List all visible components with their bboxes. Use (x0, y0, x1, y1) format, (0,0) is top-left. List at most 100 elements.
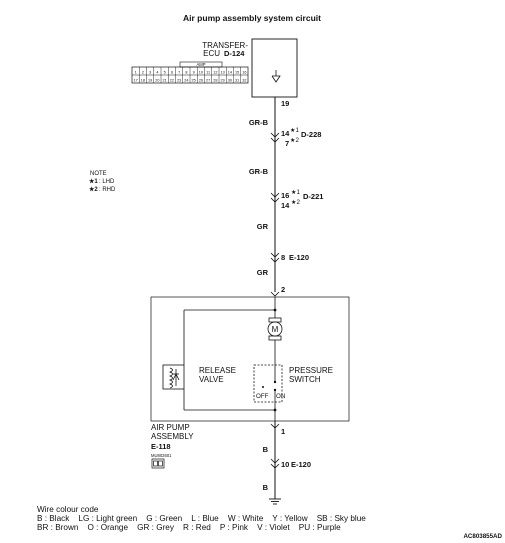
pump-top-pin: 2 (281, 285, 285, 294)
connector-pin-label: 28 (213, 79, 217, 83)
pump-connector: E-118 (151, 442, 171, 451)
e120-upper-connector: E-120 (289, 253, 309, 262)
connector-pin-label: 16 (242, 71, 246, 75)
switch-off-label: OFF (256, 393, 269, 400)
pressure-switch-label-2: SWITCH (289, 375, 321, 384)
connector-pin-label: 2 (142, 71, 144, 75)
ecu-name-line1: TRANSFER- (202, 41, 248, 50)
d221-pin-b: 14 (281, 201, 290, 210)
e120-lower-connector: E-120 (291, 460, 311, 469)
ecu-name-line2: ECU (203, 49, 220, 58)
connector-pin-label: 14 (228, 71, 232, 75)
connector-pin-label: 5 (164, 71, 166, 75)
ecu-connector-label: D-124 (224, 49, 245, 58)
connector-e120-upper-symbol (270, 252, 280, 263)
e120-lower-pin: 10 (281, 460, 289, 469)
connector-pin-label: 22 (170, 79, 174, 83)
switch-on-label: ON (276, 393, 285, 400)
pressure-switch-icon (253, 364, 283, 403)
release-valve-label-2: VALVE (199, 375, 224, 384)
connector-pin-label: 32 (242, 79, 246, 83)
legend-row-1: B : Black LG : Light green G : Green L :… (37, 514, 366, 523)
d221-connector: D-221 (303, 192, 323, 201)
ecu-internal-ground-icon (271, 70, 281, 83)
connector-pin-label: 7 (178, 71, 180, 75)
note-mark-2: ★2 (89, 186, 98, 193)
d228-pin-a: 14 (281, 129, 290, 138)
junction-dot-bottom (273, 408, 277, 412)
motor-symbol-label: M (272, 325, 279, 334)
pump-name-line1: AIR PUMP (151, 423, 190, 432)
note-text-1: : LHD (99, 179, 115, 185)
junction-dot-top (273, 308, 277, 312)
ecu-box (251, 38, 298, 98)
pump-name-line2: ASSEMBLY (151, 432, 194, 441)
connector-pin-label: 9 (193, 71, 195, 75)
connector-pin-label: 20 (155, 79, 159, 83)
wire-colour-seg2: GR-B (249, 167, 269, 176)
note-heading: NOTE (90, 171, 107, 177)
connector-pin-label: 8 (185, 71, 187, 75)
connector-pin-label: 27 (206, 79, 210, 83)
d228-mark-b: ★2 (290, 137, 300, 144)
d221-pin-a: 16 (281, 191, 289, 200)
release-valve-label-1: RELEASE (199, 366, 236, 375)
wire-colour-seg6: B (263, 483, 269, 492)
figure-code: AC803855AD (463, 533, 502, 540)
connector-pin-label: 31 (235, 79, 239, 83)
connector-pin-label: 15 (235, 71, 239, 75)
connector-pin-label: 24 (184, 79, 188, 83)
pressure-switch-label-1: PRESSURE (289, 366, 333, 375)
d221-mark-b: ★2 (291, 199, 301, 206)
legend-row-2: BR : Brown O : Orange GR : Grey R : Red … (37, 523, 341, 532)
legend-heading: Wire colour code (37, 505, 99, 514)
pump-bottom-pin: 1 (281, 427, 285, 436)
connector-pin-label: 18 (141, 79, 145, 83)
connector-pin-label: 3 (149, 71, 151, 75)
e120-upper-pin: 8 (281, 253, 285, 262)
switch-contact-bottom (273, 388, 277, 392)
ecu-connector-type: AMP (196, 62, 205, 67)
d221-mark-a: ★1 (291, 189, 301, 196)
connector-pin-label: 10 (199, 71, 203, 75)
connector-pin-label: 11 (206, 71, 210, 75)
pump-assembly-box (150, 296, 350, 422)
ecu-pin-number: 19 (281, 99, 289, 108)
pump-top-connector-symbol (270, 291, 280, 297)
connector-pin-label: 13 (221, 71, 225, 75)
ground-icon (269, 498, 281, 505)
connector-pin-label: 1 (135, 71, 137, 75)
connector-pin-label: 26 (199, 79, 203, 83)
motor-icon (267, 317, 283, 341)
connector-pin-label: 30 (228, 79, 232, 83)
connector-pin-label: 17 (134, 79, 138, 83)
connector-e120-lower-symbol (270, 458, 280, 469)
connector-pin-label: 21 (163, 79, 167, 83)
release-valve-icon (162, 364, 185, 390)
pump-bottom-connector-symbol (270, 423, 280, 429)
wire-colour-seg1: GR-B (249, 118, 269, 127)
note-mark-1: ★1 (89, 178, 98, 185)
connector-pin-label: 25 (192, 79, 196, 83)
connector-pin-label: 6 (171, 71, 173, 75)
d228-connector: D-228 (301, 130, 321, 139)
connector-pin-label: 23 (177, 79, 181, 83)
connector-pin-label: 12 (213, 71, 217, 75)
wire-colour-seg4: GR (257, 268, 269, 277)
d228-mark-a: ★1 (290, 127, 300, 134)
pump-connector-face-icon (151, 458, 165, 469)
connector-d228-symbol (270, 132, 280, 143)
pump-part-code: MU802601 (151, 453, 172, 458)
diagram-title: Air pump assembly system circuit (183, 13, 321, 23)
connector-pin-label: 29 (221, 79, 225, 83)
d228-pin-b: 7 (285, 139, 289, 148)
wire-colour-seg5: B (263, 445, 269, 454)
connector-pin-label: 19 (148, 79, 152, 83)
switch-contact-top (273, 380, 277, 384)
connector-d221-symbol (270, 192, 280, 203)
note-text-2: : RHD (99, 187, 116, 193)
connector-pin-label: 4 (156, 71, 158, 75)
switch-off-marker (262, 386, 264, 388)
